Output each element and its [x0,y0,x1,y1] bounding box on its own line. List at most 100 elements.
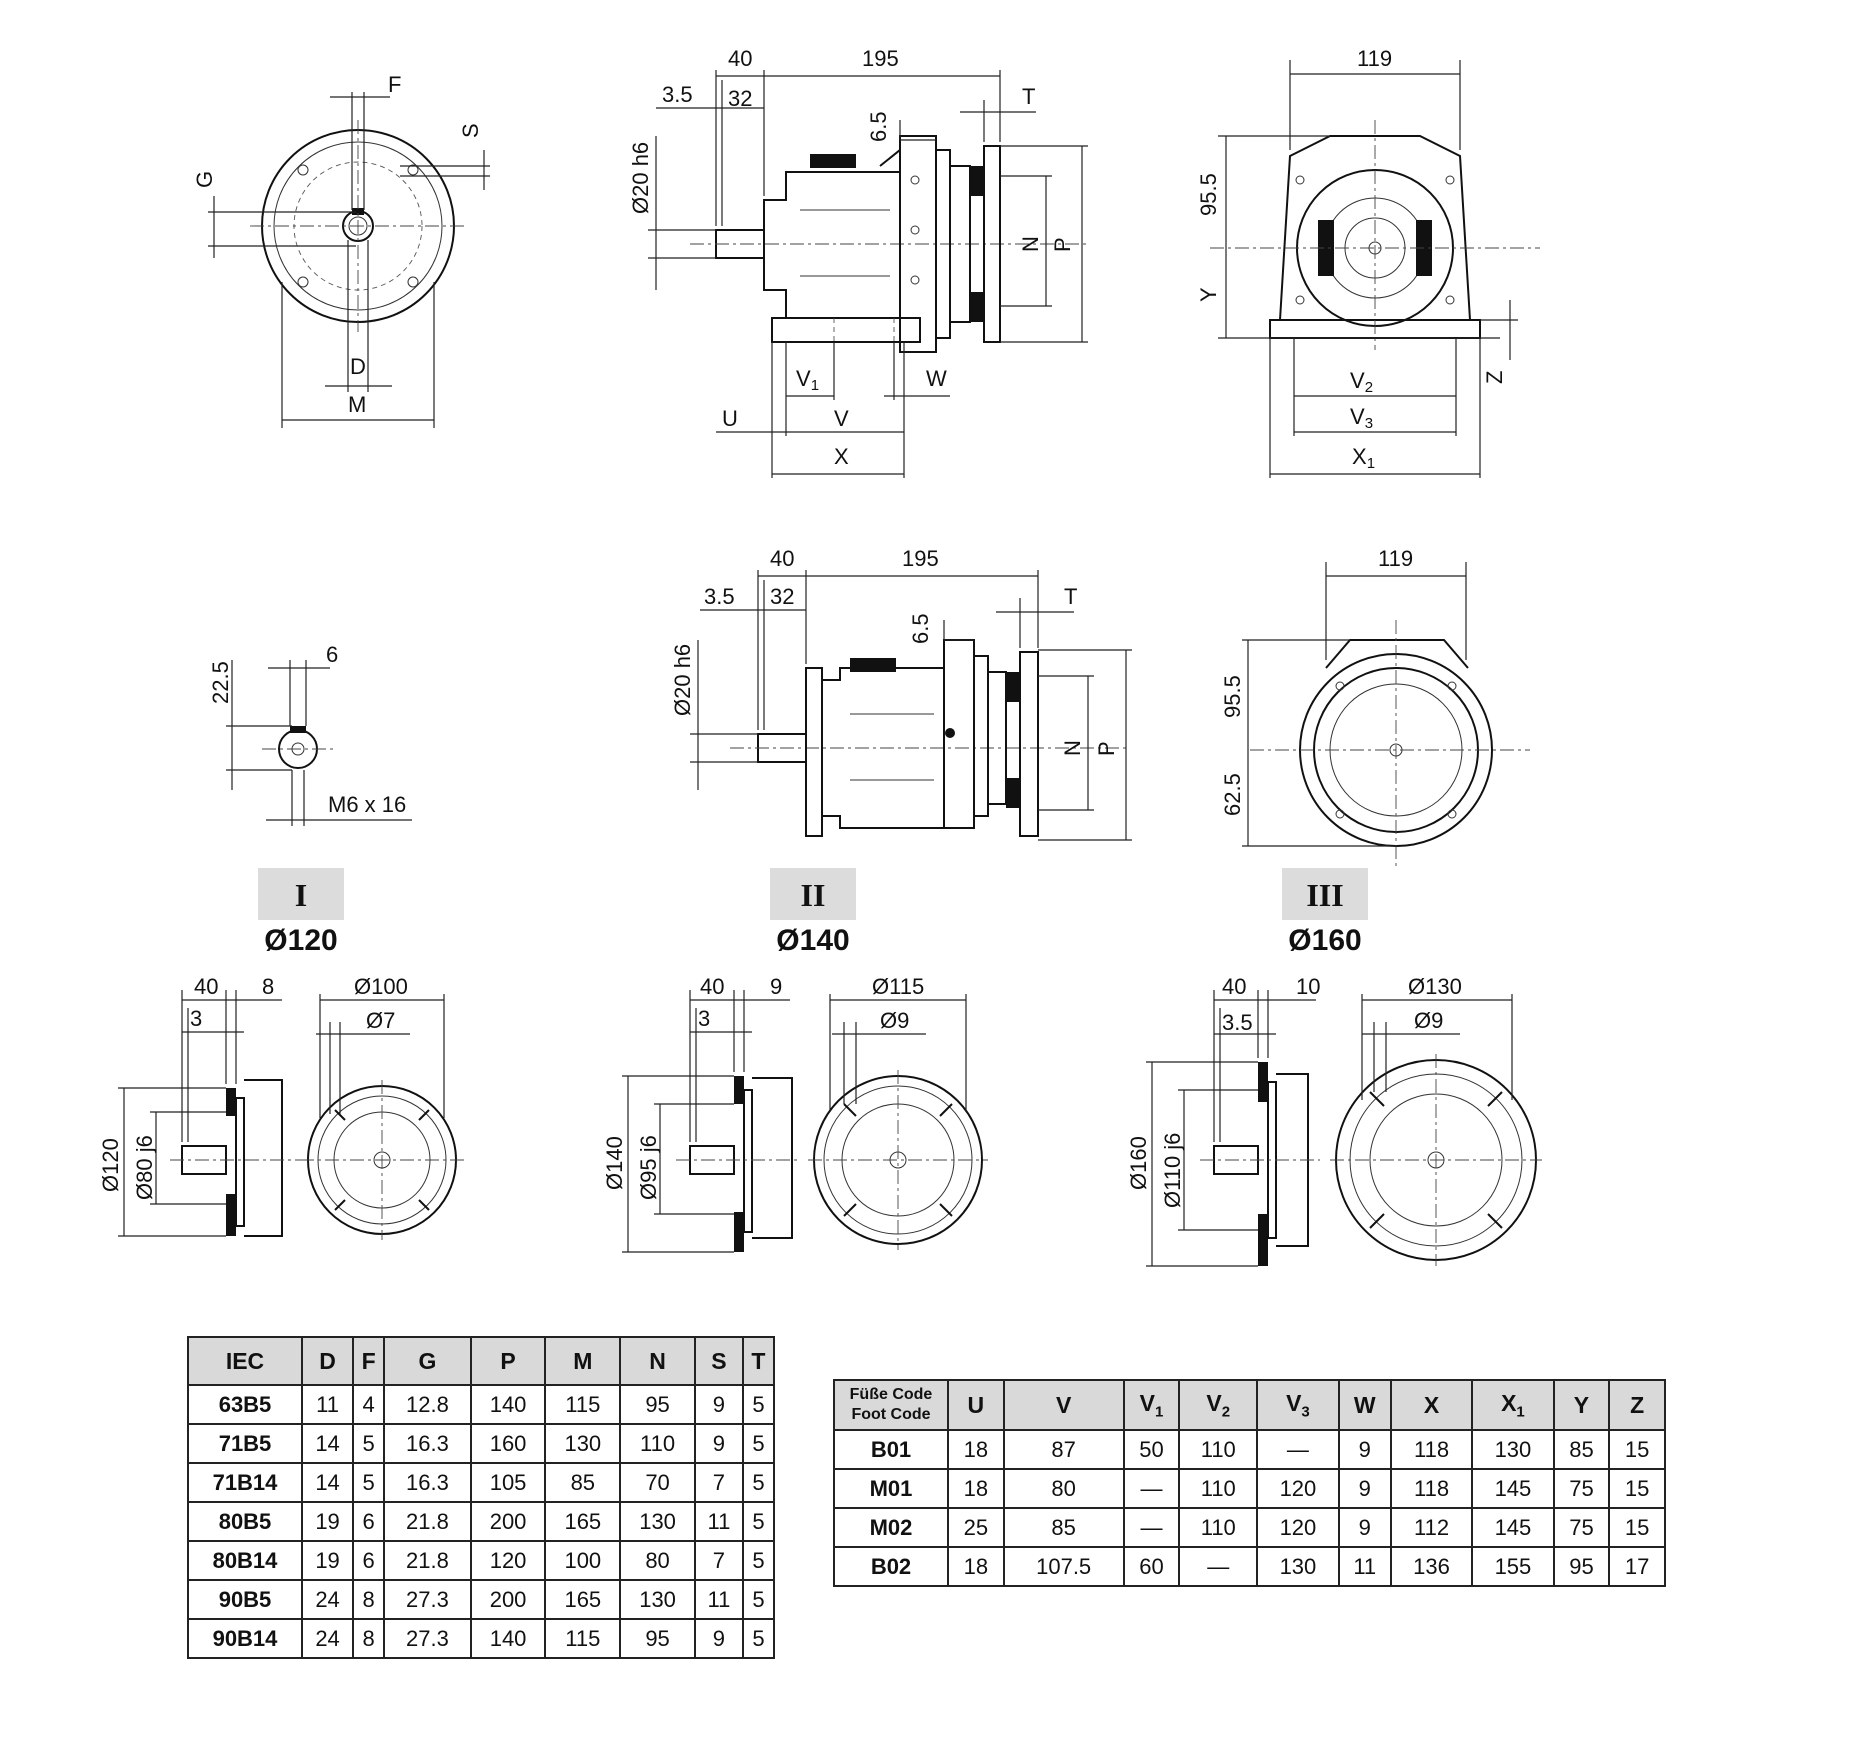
front-dim-D: D [350,354,366,379]
iec-value-cell: 5 [741,1618,776,1659]
iec-code-cell: 71B5 [187,1423,303,1464]
end-mid-dim-95-5: 95.5 [1220,675,1245,718]
technical-drawing: F S G D M [98,46,1542,1267]
side-top-dim-195: 195 [862,46,899,71]
iec-value-cell: 85 [544,1462,622,1503]
end-top-dim-95-5: 95.5 [1196,173,1221,216]
iec-value-cell: 19 [300,1540,355,1581]
foot-header-cell: W [1337,1379,1392,1431]
foot-header-subscript: 1 [1516,1403,1525,1421]
variant-III-dim-40: 40 [1222,974,1246,999]
variant-II-dim-hole: Ø9 [880,1008,909,1033]
iec-header-cell: IEC [187,1336,303,1386]
flange-variant-I: 40 8 3 Ø120 Ø80 j6 Ø100 Ø7 [98,974,464,1240]
iec-value-cell: 6 [352,1540,386,1581]
end-top-dim-V2: V2 [1350,368,1373,396]
side-top-shaft-dim: Ø20 h6 [628,142,653,214]
front-dim-S: S [458,123,483,138]
foot-value-cell: 145 [1471,1468,1555,1509]
variant-I-dim-hole: Ø7 [366,1008,395,1033]
iec-value-cell: 8 [352,1618,386,1659]
foot-value-cell: 136 [1389,1546,1474,1587]
foot-value-cell: 11 [1337,1546,1392,1587]
foot-value-cell: — [1122,1507,1181,1548]
side-top-dim-V: V [834,406,849,431]
foot-value-cell: 75 [1552,1468,1611,1509]
foot-value-cell: 112 [1389,1507,1474,1548]
iec-value-cell: 95 [619,1618,696,1659]
side-mid-dim-P: P [1094,741,1119,756]
foot-value-cell: 87 [1002,1429,1125,1470]
iec-value-cell: 16.3 [383,1423,472,1464]
side-mid-dim-3-5: 3.5 [704,584,735,609]
foot-value-cell: 130 [1256,1546,1340,1587]
foot-code-cell: B02 [833,1546,949,1587]
iec-value-cell: 19 [300,1501,355,1542]
front-dim-F: F [388,72,401,97]
foot-code-cell: M02 [833,1507,949,1548]
foot-header-label: U [967,1391,985,1418]
iec-code-cell: 63B5 [187,1384,303,1425]
iec-code-cell: 80B5 [187,1501,303,1542]
foot-value-cell: 110 [1178,1468,1259,1509]
iec-header-row: IEC D F G P M N S T [187,1336,776,1386]
variant-I-dim-thk: 8 [262,974,274,999]
foot-header-cell: U [947,1379,1005,1431]
foot-header-label: W [1353,1391,1376,1418]
foot-code-cell: B01 [833,1429,949,1470]
variant-label-II: II Ø140 [770,868,856,957]
variant-I-dim-outer: Ø120 [98,1138,123,1192]
iec-value-cell: 165 [544,1579,622,1620]
key-dim-6: 6 [326,642,338,667]
variant-title-II: Ø140 [776,924,849,957]
iec-value-cell: 130 [619,1501,696,1542]
iec-value-cell: 5 [741,1579,776,1620]
iec-code-cell: 71B14 [187,1462,303,1503]
variant-II-dim-40: 40 [700,974,724,999]
end-top-dim-Z: Z [1482,371,1507,384]
iec-value-cell: 5 [352,1462,386,1503]
iec-value-cell: 160 [469,1423,547,1464]
foot-header-cell: Y [1552,1379,1611,1431]
side-mid-shaft-dim: Ø20 h6 [670,644,695,716]
variant-II-dim-pcd: Ø115 [872,974,924,999]
foot-code-header-line2: Foot Code [851,1406,931,1423]
variant-I-dim-step: 3 [190,1006,202,1031]
side-top-dim-X: X [834,444,849,469]
iec-value-cell: 11 [693,1501,744,1542]
side-mid-dim-6-5: 6.5 [908,613,933,644]
side-top-dim-N: N [1018,236,1043,252]
iec-value-cell: 100 [544,1540,622,1581]
foot-header-cell: Z [1608,1379,1666,1431]
side-mid-dim-T: T [1064,584,1077,609]
foot-value-cell: 155 [1471,1546,1555,1587]
foot-value-cell: 120 [1256,1507,1340,1548]
side-top-dim-W: W [926,366,947,391]
iec-header-cell: M [544,1336,622,1386]
variant-title-I: Ø120 [264,924,337,957]
iec-value-cell: 5 [741,1423,776,1464]
foot-header-cell: V [1002,1379,1125,1431]
iec-value-cell: 130 [619,1579,696,1620]
end-mid-dim-62-5: 62.5 [1220,773,1245,816]
iec-value-cell: 9 [693,1423,744,1464]
foot-header-cell: X [1389,1379,1474,1431]
foot-value-cell: 9 [1337,1468,1392,1509]
iec-value-cell: 7 [693,1540,744,1581]
iec-value-cell: 6 [352,1501,386,1542]
foot-value-cell: 118 [1389,1429,1474,1470]
variant-I-dim-40: 40 [194,974,218,999]
iec-value-cell: 27.3 [383,1579,472,1620]
front-dim-G: G [192,171,217,188]
iec-code-cell: 80B14 [187,1540,303,1581]
iec-value-cell: 130 [544,1423,622,1464]
iec-value-cell: 80 [619,1540,696,1581]
foot-value-cell: 85 [1002,1507,1125,1548]
